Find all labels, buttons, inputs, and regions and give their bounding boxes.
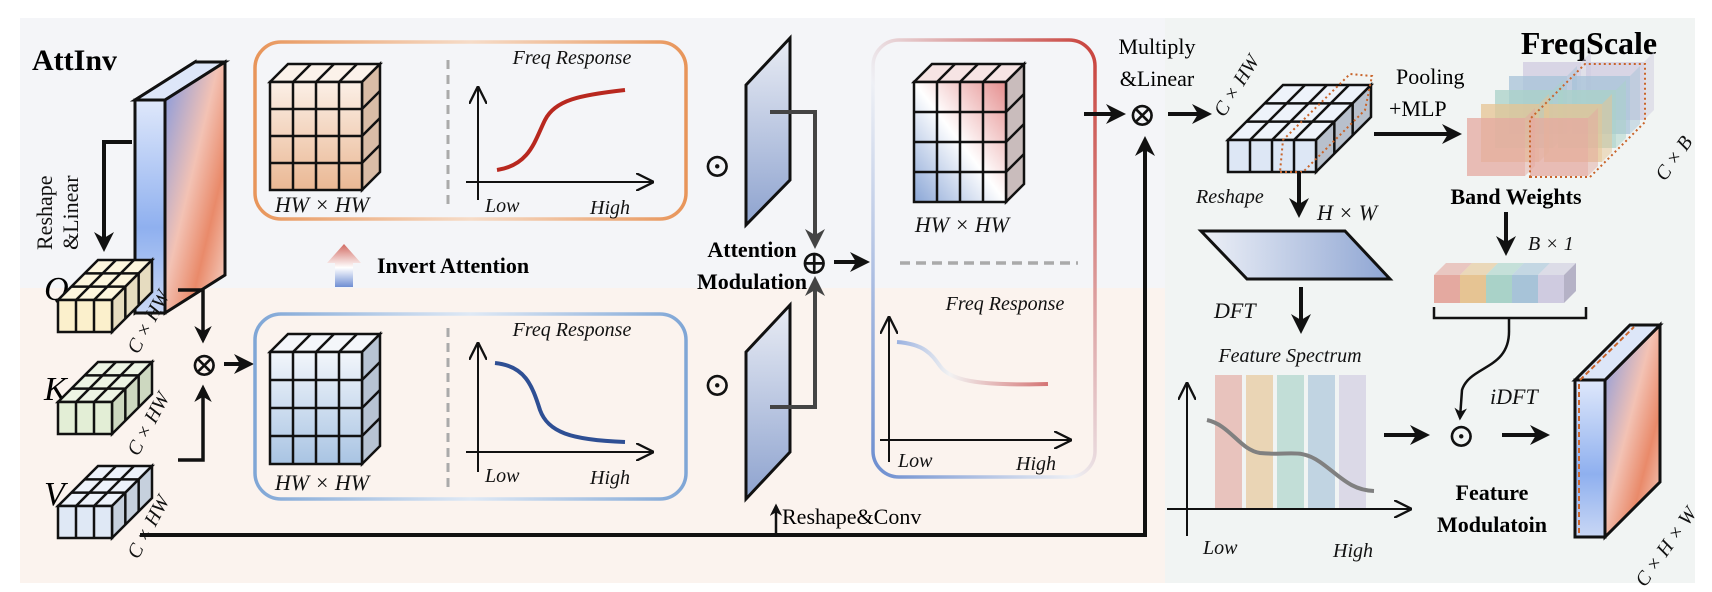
band-vector-dim-label: B × 1: [1528, 233, 1574, 255]
top-modulation-slab: [744, 34, 792, 229]
high-pass-attention-matrix: [266, 60, 384, 194]
band-weights-label: Band Weights: [1450, 184, 1581, 209]
pooling-mlp-label: Pooling +MLP: [1389, 64, 1464, 121]
bottom-hadamard-operator: ⊙: [703, 367, 732, 404]
svg-text:&Linear: &Linear: [58, 175, 83, 250]
spectrum-band: [1246, 375, 1273, 509]
svg-text:Multiply: Multiply: [1118, 34, 1195, 59]
spatial-dim-label: H × W: [1316, 200, 1379, 225]
high-pass-matrix-label: HW × HW: [274, 192, 371, 217]
reshape-linear-arrow: [94, 140, 132, 252]
svg-text:+MLP: +MLP: [1389, 96, 1447, 121]
reshape-label: Reshape: [1195, 186, 1264, 208]
multiply-linear-label: Multiply &Linear: [1118, 34, 1195, 91]
svg-text:&Linear: &Linear: [1120, 66, 1195, 91]
q-arrow: [178, 288, 212, 344]
spatial-feature-plane: [1197, 229, 1394, 281]
band-to-modulation-curve: [1454, 329, 1511, 421]
spectrum-title: Feature Spectrum: [1217, 345, 1361, 367]
dft-label: DFT: [1213, 298, 1257, 323]
band-column-outline: [1529, 63, 1646, 178]
low-pass-curve: [494, 361, 626, 444]
bottom-slab-to-add-arrow: [770, 276, 825, 409]
band-weight-cell: [1538, 275, 1564, 303]
svg-text:Feature: Feature: [1456, 480, 1529, 505]
invert-attention-label: Invert Attention: [377, 253, 529, 278]
attinv-title: AttInv: [32, 44, 117, 77]
k-arrow: [178, 384, 212, 462]
svg-text:Modulation: Modulation: [697, 269, 807, 294]
band-weight-vector: [1434, 263, 1576, 303]
reshape-linear-label: Reshape &Linear: [32, 175, 83, 250]
high-pass-x-low: Low: [484, 195, 520, 217]
low-pass-x-high: High: [589, 467, 630, 489]
attention-modulation-label: Attention Modulation: [697, 237, 807, 294]
spectrum-bands: [1215, 375, 1366, 509]
k-tensor: [54, 358, 156, 438]
band-weight-vector-side: [1564, 263, 1576, 303]
band-weight-cell: [1434, 275, 1460, 303]
svg-text:Reshape: Reshape: [32, 175, 57, 250]
high-pass-panel: HW × HW Freq Response Low High: [253, 40, 688, 221]
invert-attention-arrow: [327, 244, 361, 287]
band-weight-cube: [1467, 52, 1654, 176]
v-path-line: [140, 136, 1155, 537]
band-layer-side: [1602, 94, 1612, 162]
add-operator: ⊕: [800, 245, 829, 282]
low-pass-x-low: Low: [484, 465, 520, 487]
svg-text:Pooling: Pooling: [1396, 64, 1464, 89]
combined-curve: [896, 340, 1049, 387]
combined-chart-title: Freq Response: [945, 293, 1065, 315]
combined-x-high: High: [1015, 453, 1056, 475]
feature-modulation-label: Feature Modulatoin: [1437, 480, 1547, 537]
band-weight-cell-top: [1434, 263, 1472, 275]
spectrum-curve: [1206, 418, 1375, 493]
band-layer-side: [1630, 66, 1640, 134]
band-weight-cell-top: [1460, 263, 1498, 275]
idft-label: iDFT: [1490, 384, 1539, 409]
top-hadamard-operator: ⊙: [703, 148, 732, 185]
band-weight-cell: [1512, 275, 1538, 303]
modulation-hadamard-operator: ⊙: [1447, 418, 1476, 455]
band-vector-bracket: [1432, 307, 1588, 330]
spectrum-band: [1277, 375, 1304, 509]
multiply-operator: ⊗: [1128, 97, 1157, 134]
selected-column-outline: [1278, 72, 1374, 173]
reshape-conv-label: Reshape&Conv: [782, 504, 921, 529]
band-layer: [1530, 118, 1588, 176]
band-weight-cell: [1460, 275, 1486, 303]
band-weight-cell-top: [1486, 263, 1524, 275]
high-pass-x-high: High: [589, 197, 630, 219]
multiplied-feature-tensor: [1224, 81, 1375, 176]
combined-attention-panel: HW × HW Freq Response Low High: [871, 38, 1097, 479]
spectrum-band: [1308, 375, 1335, 509]
band-layer-side: [1588, 108, 1598, 176]
high-pass-chart-title: Freq Response: [512, 47, 632, 69]
band-weight-cell-top: [1538, 263, 1576, 275]
low-pass-panel: HW × HW Freq Response Low High: [253, 312, 688, 501]
band-weight-cell-top: [1512, 263, 1550, 275]
band-weight-cell: [1486, 275, 1512, 303]
q-tensor: [54, 256, 156, 336]
high-pass-curve: [496, 88, 626, 172]
band-layer-side: [1616, 80, 1626, 148]
low-pass-matrix-label: HW × HW: [274, 470, 371, 495]
output-feature-slab: [1571, 321, 1664, 541]
combined-x-low: Low: [897, 450, 933, 472]
band-layer-side: [1644, 52, 1654, 120]
svg-text:Modulatoin: Modulatoin: [1437, 512, 1547, 537]
spectrum-x-high: High: [1332, 540, 1373, 562]
bottom-modulation-slab: [744, 301, 792, 503]
low-pass-chart-title: Freq Response: [512, 319, 632, 341]
svg-text:Attention: Attention: [707, 237, 796, 262]
qk-matmul-operator: ⊗: [190, 347, 219, 384]
low-pass-attention-matrix: [266, 330, 384, 468]
band-layer: [1467, 118, 1525, 176]
v-tensor: [54, 462, 156, 542]
top-slab-to-add-arrow: [770, 110, 825, 249]
combined-matrix-label: HW × HW: [914, 212, 1011, 237]
modulated-attention-matrix: [910, 60, 1028, 206]
spectrum-x-low: Low: [1202, 537, 1238, 559]
